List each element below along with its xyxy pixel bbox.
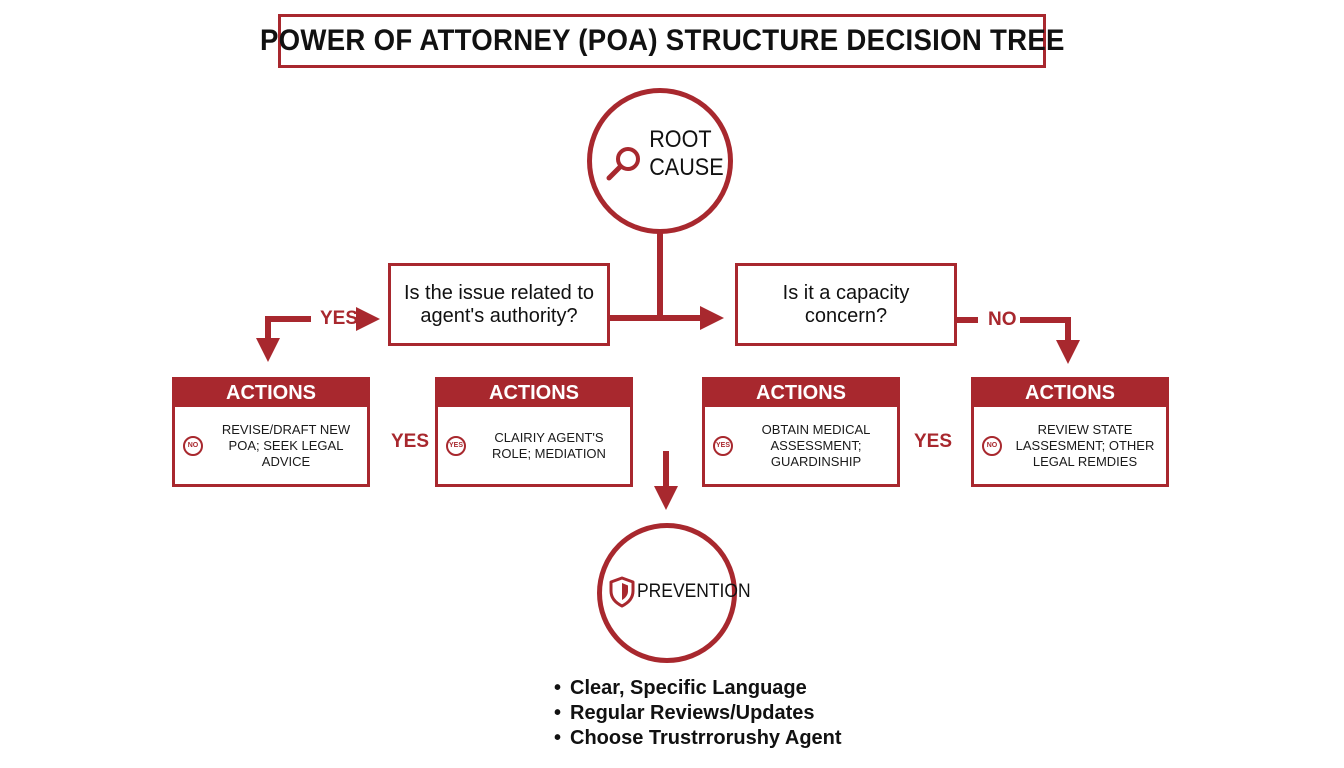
action-text: OBTAIN MEDICAL ASSESSMENT; GUARDINSHIP — [761, 421, 871, 469]
right-branch-line — [1020, 317, 1080, 364]
list-item: Choose Trustrrorushy Agent — [554, 726, 842, 751]
action-header: ACTIONS — [974, 380, 1166, 407]
action-box-state-review: ACTIONS NO REVIEW STATE LASSESMENT; OTHE… — [971, 377, 1169, 487]
left-branch-line — [256, 316, 311, 362]
shield-icon — [609, 576, 635, 608]
edge-label-no-q2: NO — [988, 309, 1017, 330]
search-icon — [606, 147, 640, 181]
yes-badge-icon: YES — [446, 435, 466, 456]
root-cause-line1: ROOT — [649, 126, 712, 153]
root-cause-label: ROOT CAUSE — [649, 126, 724, 182]
diagram-title: POWER OF ATTORNEY (POA) STRUCTURE DECISI… — [259, 24, 1065, 57]
action-box-clarify-role: ACTIONS YES CLAIRIY AGENT'S ROLE; MEDIAT… — [435, 377, 633, 487]
title-box: POWER OF ATTORNEY (POA) STRUCTURE DECISI… — [260, 14, 1064, 68]
action-header: ACTIONS — [705, 380, 897, 407]
action-header: ACTIONS — [438, 380, 630, 407]
yes-badge-icon: YES — [713, 435, 733, 456]
prevention-node — [597, 523, 737, 663]
no-badge-icon: NO — [183, 435, 203, 456]
prevention-label: PREVENTION — [637, 581, 751, 602]
edge-label-yes-between-1-2: YES — [391, 431, 430, 452]
root-cause-node — [587, 88, 733, 234]
prevention-list: Clear, Specific Language Regular Reviews… — [554, 676, 842, 751]
root-cause-line2: CAUSE — [649, 154, 724, 181]
action-box-medical-assessment: ACTIONS YES OBTAIN MEDICAL ASSESSMENT; G… — [702, 377, 900, 487]
edge-label-yes-q1: YES — [320, 308, 359, 329]
question-capacity-box: Is it a capacity concern? — [735, 263, 957, 346]
action-text: REVISE/DRAFT NEW POA; SEEK LEGAL ADVICE — [221, 421, 351, 469]
no-badge-icon: NO — [982, 435, 1002, 456]
action-box-revise-poa: ACTIONS NO REVISE/DRAFT NEW POA; SEEK LE… — [172, 377, 370, 487]
question-authority-text: Is the issue related to agent's authorit… — [403, 281, 595, 327]
edge-label-yes-between-3-4: YES — [914, 431, 953, 452]
question-capacity-text: Is it a capacity concern? — [782, 281, 910, 327]
action-text: REVIEW STATE LASSESMENT; OTHER LEGAL REM… — [1015, 421, 1155, 469]
action-text: CLAIRIY AGENT'S ROLE; MEDIATION — [492, 429, 606, 461]
action-header: ACTIONS — [175, 380, 367, 407]
question-authority-box: Is the issue related to agent's authorit… — [388, 263, 610, 346]
list-item: Regular Reviews/Updates — [554, 701, 842, 726]
list-item: Clear, Specific Language — [554, 676, 842, 701]
